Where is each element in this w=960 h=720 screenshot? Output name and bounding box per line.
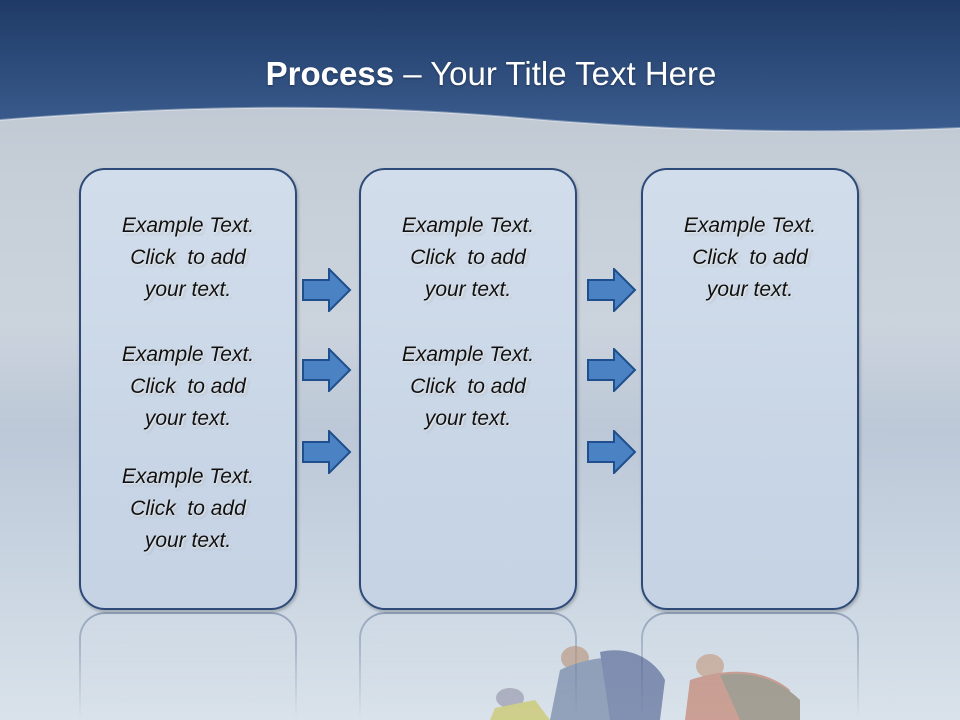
text-line: Example Text. <box>121 465 255 488</box>
process-step-card-1[interactable]: Example Text. Click to add your text. Ex… <box>79 168 297 610</box>
card-text-block[interactable]: Example Text. Click to add your text. <box>361 210 575 306</box>
text-line: Click to add <box>130 246 246 269</box>
right-arrow-icon[interactable] <box>587 268 637 312</box>
card-reflection <box>79 612 297 720</box>
text-line: Example Text. <box>401 343 535 366</box>
right-arrow-icon[interactable] <box>587 430 637 474</box>
text-line: Click to add <box>130 375 246 398</box>
right-arrow-icon[interactable] <box>302 430 352 474</box>
text-line: your text. <box>706 278 794 301</box>
text-line: Click to add <box>692 246 808 269</box>
text-line: your text. <box>424 278 512 301</box>
text-line: Example Text. <box>683 214 817 237</box>
card-text-block[interactable]: Example Text. Click to add your text. <box>361 339 575 435</box>
text-line: Example Text. <box>401 214 535 237</box>
card-reflection <box>359 612 577 720</box>
text-line: Click to add <box>410 246 526 269</box>
card-text-block[interactable]: Example Text. Click to add your text. <box>81 339 295 435</box>
text-line: your text. <box>144 529 232 552</box>
header-banner <box>0 0 960 133</box>
text-line: Click to add <box>130 497 246 520</box>
title-bold-part: Process <box>265 55 395 92</box>
text-line: your text. <box>144 278 232 301</box>
right-arrow-icon[interactable] <box>587 348 637 392</box>
title-rest-part: – Your Title Text Here <box>394 55 717 92</box>
text-line: Example Text. <box>121 214 255 237</box>
card-text-block[interactable]: Example Text. Click to add your text. <box>81 461 295 557</box>
process-step-card-3[interactable]: Example Text. Click to add your text. <box>641 168 859 610</box>
right-arrow-icon[interactable] <box>302 268 352 312</box>
card-text-block[interactable]: Example Text. Click to add your text. <box>81 210 295 306</box>
background-photo-figures <box>490 646 800 720</box>
text-line: your text. <box>424 407 512 430</box>
text-line: your text. <box>144 407 232 430</box>
right-arrow-icon[interactable] <box>302 348 352 392</box>
text-line: Click to add <box>410 375 526 398</box>
process-step-card-2[interactable]: Example Text. Click to add your text. Ex… <box>359 168 577 610</box>
text-line: Example Text. <box>121 343 255 366</box>
slide-title[interactable]: Process – Your Title Text Here <box>0 52 960 96</box>
card-text-block[interactable]: Example Text. Click to add your text. <box>643 210 857 306</box>
